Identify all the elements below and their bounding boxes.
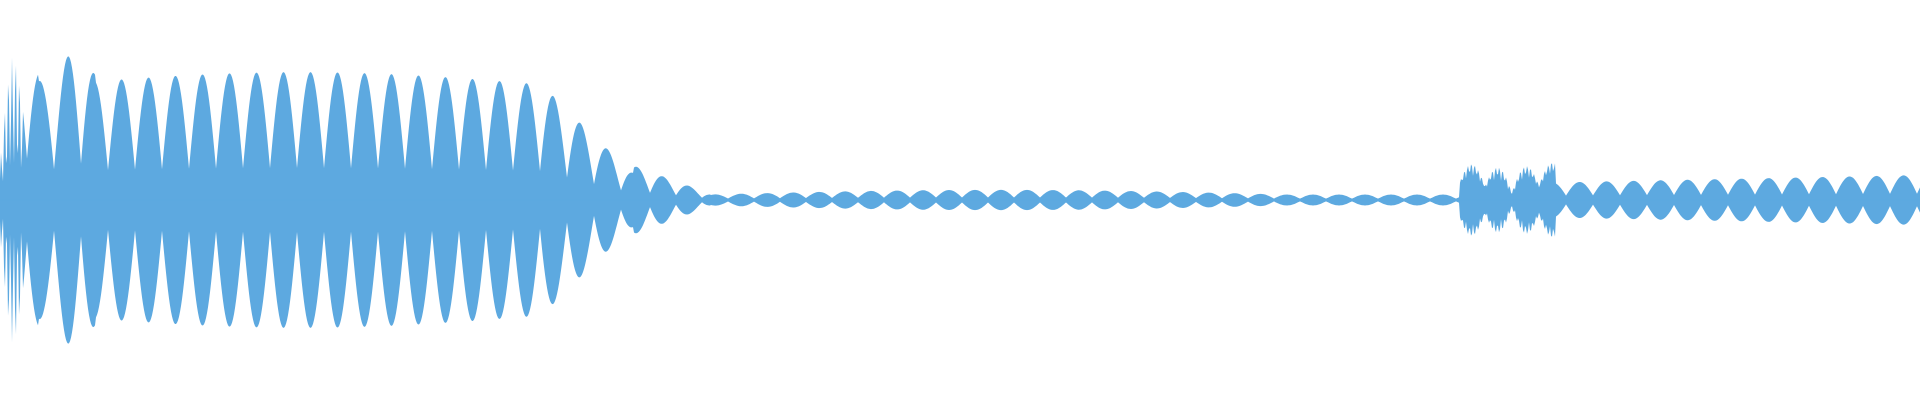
- waveform-trace: [0, 56, 1920, 344]
